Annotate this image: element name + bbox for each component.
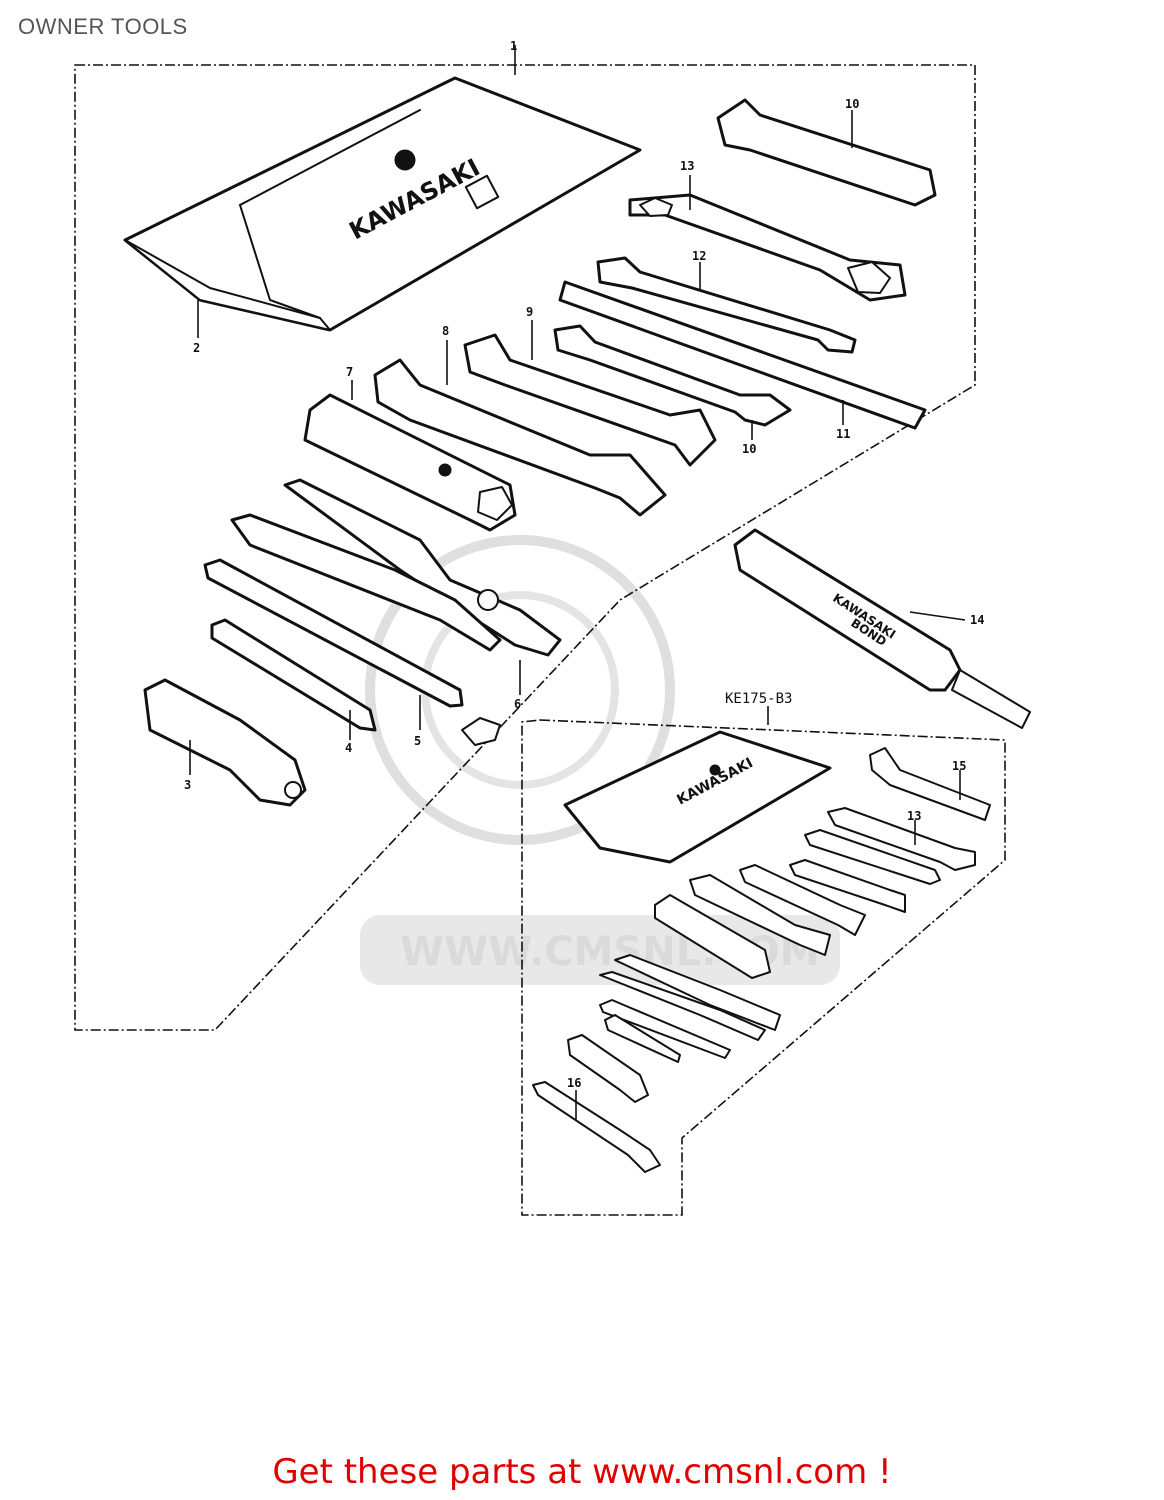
sub-plug-spanner (654, 894, 771, 979)
callout-6: 6 (514, 697, 521, 711)
sub-pliers (599, 954, 781, 1041)
sub-ring-spanner (827, 807, 976, 871)
sub-screwdrivers (567, 999, 731, 1103)
callout-14: 14 (970, 613, 984, 627)
sub-model-ref: KE175-B3 (725, 691, 792, 707)
cta-link[interactable]: Get these parts at www.cmsnl.com ! (0, 1452, 1164, 1492)
plug-spanner (303, 393, 517, 532)
screwdriver-handle (143, 678, 307, 807)
callout-3: 3 (184, 778, 191, 792)
pliers (230, 478, 562, 657)
open-wrench-9 (463, 333, 717, 467)
callout-9: 9 (526, 305, 533, 319)
open-wrench-8 (373, 358, 667, 517)
callout-5: 5 (414, 734, 421, 748)
callout-7: 7 (346, 365, 353, 379)
open-wrench-12 (596, 256, 857, 354)
tool-bag: KAWASAKI (123, 76, 642, 332)
sub-wrenches (689, 829, 941, 956)
hook-spanner (869, 747, 991, 821)
screwdriver-blade-5 (203, 558, 464, 708)
sub-set-frame (521, 719, 1006, 1216)
callout-8: 8 (442, 324, 449, 338)
sub-tool-bag: KAWASAKI (563, 730, 832, 864)
callout-13-sub: 13 (907, 809, 921, 823)
cta-text[interactable]: Get these parts at www.cmsnl.com ! (272, 1452, 892, 1492)
callout-12: 12 (692, 249, 706, 263)
page-title: OWNER TOOLS (18, 14, 188, 39)
callout-15: 15 (952, 759, 966, 773)
open-wrench-10 (553, 324, 792, 427)
callout-4: 4 (345, 741, 352, 755)
callout-13: 13 (680, 159, 694, 173)
main-set-frame (74, 64, 976, 1031)
extension-bar (558, 280, 927, 430)
callout-10-top: 10 (845, 97, 859, 111)
wrench-top (716, 98, 937, 207)
sub-wrench-16 (532, 1081, 661, 1173)
callout-10: 10 (742, 442, 756, 456)
ring-spanner (628, 193, 907, 302)
callout-16: 16 (567, 1076, 581, 1090)
callout-1: 1 (510, 39, 517, 53)
small-fitting (461, 717, 501, 746)
screwdriver-blade-4 (210, 618, 377, 732)
callout-2: 2 (193, 341, 200, 355)
callout-11: 11 (836, 427, 850, 441)
